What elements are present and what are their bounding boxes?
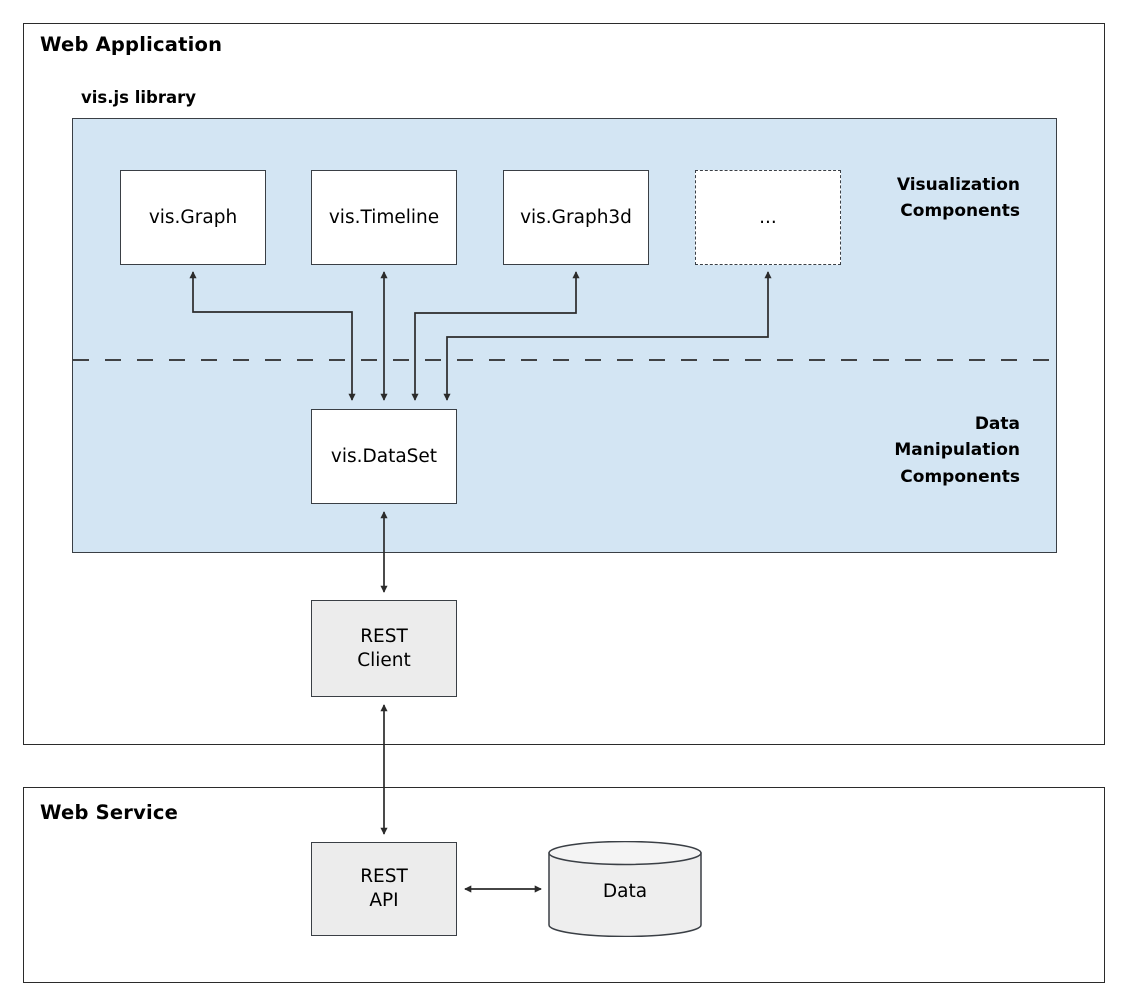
node-vis-dataset-label: vis.DataSet	[330, 445, 438, 467]
node-vis-graph3d-label: vis.Graph3d	[520, 206, 632, 228]
layer-label-visualization: Visualization Components	[896, 175, 1020, 222]
node-vis-graph3d[interactable]: vis.Graph3d	[503, 170, 649, 265]
node-vis-timeline-label: vis.Timeline	[328, 206, 440, 228]
node-more-components[interactable]: ...	[695, 170, 841, 265]
frame-web-service-title: Web Service	[40, 801, 179, 824]
node-rest-client-label: REST Client	[357, 625, 411, 671]
node-rest-api[interactable]: REST API	[311, 842, 457, 936]
node-data-store[interactable]	[548, 840, 702, 938]
frame-web-application-title: Web Application	[40, 33, 223, 56]
node-data-store-label: Data	[602, 881, 648, 902]
node-vis-graph-label: vis.Graph	[148, 206, 238, 228]
node-rest-api-label: REST API	[360, 866, 408, 911]
node-rest-client[interactable]: REST Client	[311, 600, 457, 697]
cylinder-shape	[548, 840, 702, 938]
node-vis-graph[interactable]: vis.Graph	[120, 170, 266, 265]
node-vis-dataset[interactable]: vis.DataSet	[311, 409, 457, 504]
panel-visjs-library-title: vis.js library	[81, 88, 197, 107]
layer-label-data-manipulation: Data Manipulation Components	[894, 414, 1020, 487]
node-vis-timeline[interactable]: vis.Timeline	[311, 170, 457, 265]
node-more-components-label: ...	[759, 206, 777, 228]
